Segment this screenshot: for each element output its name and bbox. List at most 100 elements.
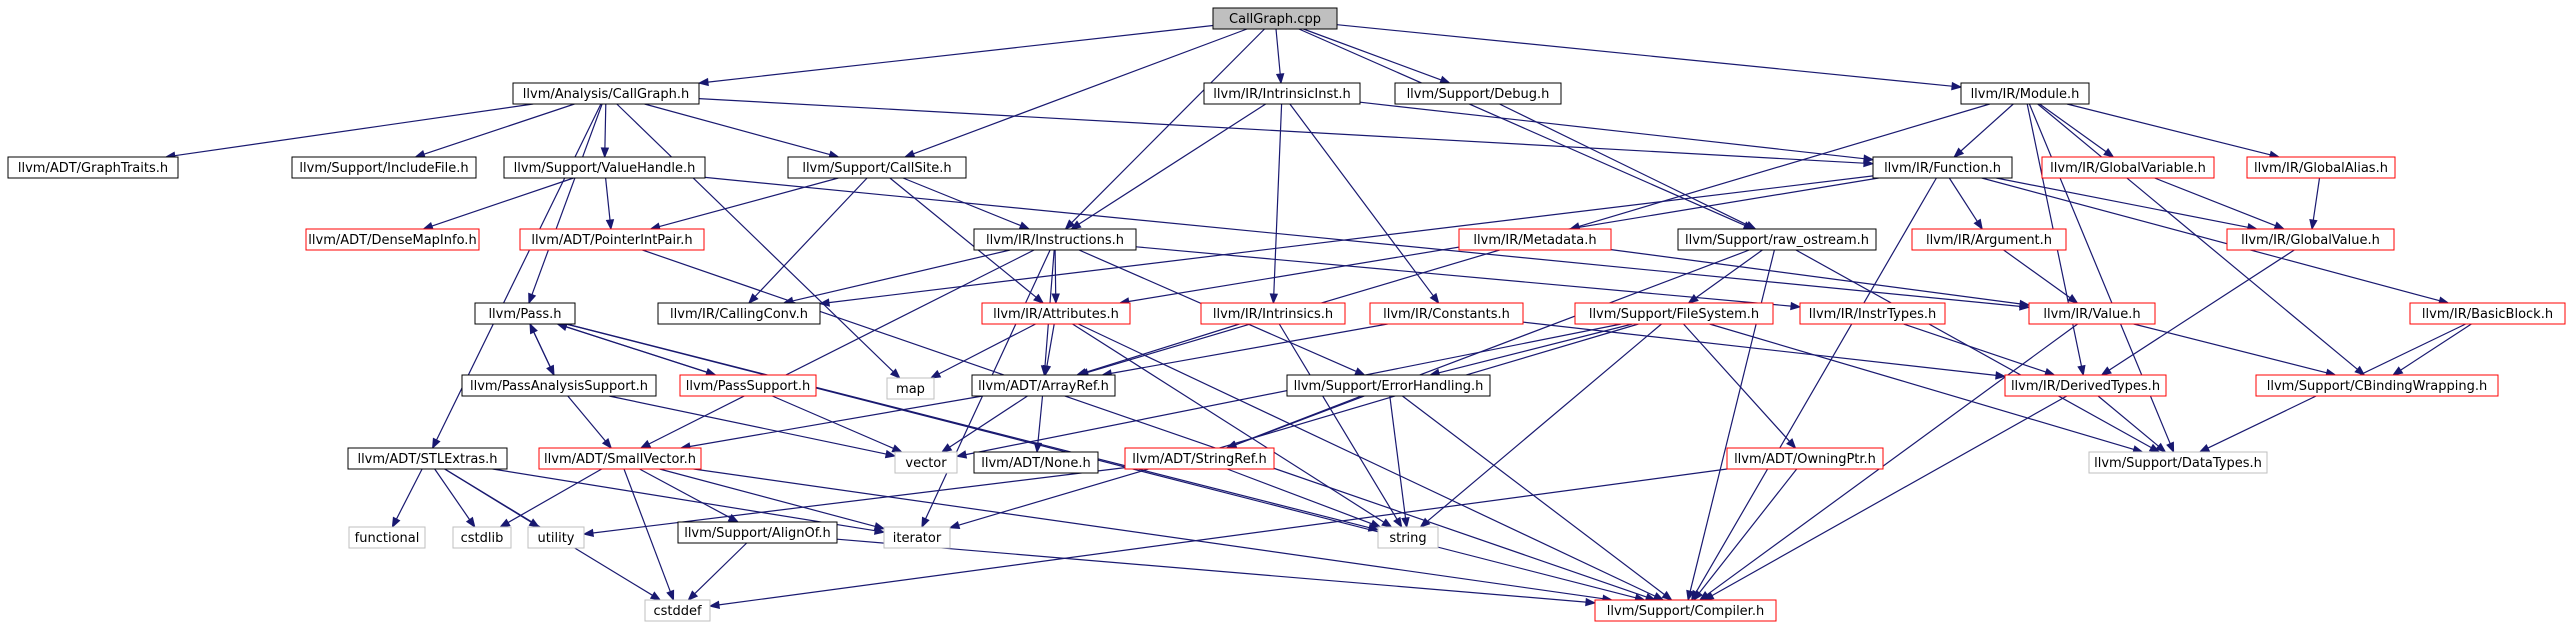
edge-support_filesystem-to-iterator <box>948 323 1639 530</box>
node-adt_densemapinfo[interactable]: llvm/ADT/DenseMapInfo.h <box>305 228 480 251</box>
node-ir_attributes[interactable]: llvm/IR/Attributes.h <box>981 302 1131 325</box>
edge-arrowhead <box>747 293 759 304</box>
edge-support_raw_ostream-to-support_datatypes <box>1795 249 2161 453</box>
edge-arrowhead <box>955 450 968 459</box>
node-adt_pointerintpair[interactable]: llvm/ADT/PointerIntPair.h <box>519 228 705 251</box>
edge-analysis_callgraph-to-support_valuehandle <box>600 103 610 159</box>
node-label: llvm/Support/raw_ostream.h <box>1685 233 1869 248</box>
node-support_compiler[interactable]: llvm/Support/Compiler.h <box>1594 599 1777 622</box>
edge-line <box>2133 323 2327 374</box>
edge-adt_arrayref-to-vector <box>940 395 1028 453</box>
edge-adt_owningptr-to-support_compiler <box>1692 468 1798 602</box>
edge-line <box>1298 28 1746 226</box>
node-support_debug[interactable]: llvm/Support/Debug.h <box>1394 82 1562 105</box>
edge-support_filesystem-to-string <box>1419 323 1662 528</box>
node-ir_instrtypes[interactable]: llvm/IR/InstrTypes.h <box>1799 302 1946 325</box>
node-support_callsite[interactable]: llvm/Support/CallSite.h <box>787 156 967 179</box>
node-ir_module[interactable]: llvm/IR/Module.h <box>1960 82 2090 105</box>
edge-arrowhead <box>697 77 709 87</box>
node-ir_metadata[interactable]: llvm/IR/Metadata.h <box>1458 228 1612 251</box>
node-ir_derivedtypes[interactable]: llvm/IR/DerivedTypes.h <box>2004 374 2167 397</box>
node-box <box>1574 302 1774 325</box>
edge-line <box>949 395 1028 448</box>
node-adt_arrayref[interactable]: llvm/ADT/ArrayRef.h <box>971 374 1116 397</box>
node-label: llvm/Support/Compiler.h <box>1607 604 1764 619</box>
edge-line <box>2039 103 2107 153</box>
node-ir_basicblock[interactable]: llvm/IR/BasicBlock.h <box>2409 302 2566 325</box>
node-passsupport[interactable]: llvm/PassSupport.h <box>679 374 817 397</box>
edge-arrowhead <box>2354 365 2366 376</box>
edge-line <box>592 467 1126 534</box>
node-support_alignof[interactable]: llvm/Support/AlignOf.h <box>677 521 838 544</box>
edge-arrowhead <box>528 292 537 305</box>
edge-line <box>707 24 1214 83</box>
node-adt_stlextras[interactable]: llvm/ADT/STLExtras.h <box>347 447 508 470</box>
node-passanalysissupport[interactable]: llvm/PassAnalysisSupport.h <box>461 374 657 397</box>
edge-ir_instructions-to-adt_smallvector <box>639 249 1035 449</box>
edge-arrowhead <box>1439 75 1451 84</box>
edge-ir_intrinsics-to-string <box>1278 323 1403 529</box>
edge-line <box>1071 28 1265 224</box>
node-ir_argument[interactable]: llvm/IR/Argument.h <box>1911 228 2067 251</box>
edge-ir_derivedtypes-to-support_compiler <box>1703 395 2068 601</box>
edge-arrowhead <box>1401 517 1410 529</box>
node-ir_intrinsics[interactable]: llvm/IR/Intrinsics.h <box>1200 302 1346 325</box>
node-adt_graphtraits[interactable]: llvm/ADT/GraphTraits.h <box>7 156 179 179</box>
edge-line <box>1359 101 1865 160</box>
node-box <box>2028 302 2156 325</box>
edge-line <box>567 395 606 442</box>
node-ir_globalvalue[interactable]: llvm/IR/GlobalValue.h <box>2226 228 2395 251</box>
edge-arrowhead <box>2273 221 2286 230</box>
node-map: map <box>886 377 935 400</box>
edge-support_callsite-to-ir_attributes <box>889 177 1045 304</box>
node-support_cbindingwrapping[interactable]: llvm/Support/CBindingWrapping.h <box>2255 374 2499 397</box>
node-pass[interactable]: llvm/Pass.h <box>474 302 576 325</box>
node-support_valuehandle[interactable]: llvm/Support/ValueHandle.h <box>503 156 706 179</box>
node-iterator: iterator <box>883 526 951 549</box>
node-callgraph_cpp[interactable]: CallGraph.cpp <box>1212 7 1338 30</box>
node-support_includefile[interactable]: llvm/Support/IncludeFile.h <box>291 156 477 179</box>
node-box <box>503 156 706 179</box>
node-ir_function[interactable]: llvm/IR/Function.h <box>1872 156 2013 179</box>
edge-line <box>1110 323 1388 374</box>
node-adt_none[interactable]: llvm/ADT/None.h <box>973 451 1099 474</box>
node-adt_stringref[interactable]: llvm/ADT/StringRef.h <box>1124 447 1275 470</box>
node-ir_globalalias[interactable]: llvm/IR/GlobalAlias.h <box>2246 156 2396 179</box>
edge-arrowhead <box>1585 597 1597 607</box>
edge-ir_derivedtypes-to-support_datatypes <box>2097 395 2167 453</box>
edge-line <box>1438 323 1633 374</box>
node-support_filesystem[interactable]: llvm/Support/FileSystem.h <box>1574 302 1774 325</box>
node-analysis_callgraph[interactable]: llvm/Analysis/CallGraph.h <box>512 82 700 105</box>
edge-arrowhead <box>391 516 401 529</box>
edge-line <box>1903 323 2047 373</box>
node-box <box>527 526 585 549</box>
node-ir_callingconv[interactable]: llvm/IR/CallingConv.h <box>657 302 821 325</box>
edge-line <box>1522 321 1997 376</box>
node-support_errorhandling[interactable]: llvm/Support/ErrorHandling.h <box>1286 374 1491 397</box>
node-box <box>1124 447 1275 470</box>
edge-adt_stlextras-to-cstdlib <box>434 468 476 529</box>
node-adt_smallvector[interactable]: llvm/ADT/SmallVector.h <box>538 447 702 470</box>
edge-line <box>2312 177 2321 221</box>
node-ir_instructions[interactable]: llvm/IR/Instructions.h <box>973 228 1137 251</box>
edge-arrowhead <box>2019 299 2031 309</box>
edge-line <box>1234 395 1362 446</box>
edge-arrowhead <box>2044 367 2056 376</box>
edge-line <box>174 103 534 157</box>
node-box <box>7 156 179 179</box>
node-adt_owningptr[interactable]: llvm/ADT/OwningPtr.h <box>1726 447 1884 470</box>
node-label: llvm/ADT/DenseMapInfo.h <box>308 233 476 248</box>
edge-ir_module-to-support_cbindingwrapping <box>2037 103 2366 376</box>
node-ir_intrinsicinst[interactable]: llvm/IR/IntrinsicInst.h <box>1203 82 1361 105</box>
node-ir_value[interactable]: llvm/IR/Value.h <box>2028 302 2156 325</box>
edge-line <box>648 249 1035 445</box>
node-label: llvm/ADT/SmallVector.h <box>544 452 696 467</box>
node-support_raw_ostream[interactable]: llvm/Support/raw_ostream.h <box>1677 228 1877 251</box>
edge-passanalysissupport-to-vector <box>608 395 897 459</box>
node-ir_constants[interactable]: llvm/IR/Constants.h <box>1369 302 1524 325</box>
node-ir_globalvariable[interactable]: llvm/IR/GlobalVariable.h <box>2041 156 2215 179</box>
edge-callgraph_cpp-to-ir_intrinsicinst <box>1275 28 1285 85</box>
node-label: llvm/ADT/ArrayRef.h <box>978 379 1109 394</box>
edge-support_alignof-to-cstddef <box>687 542 748 601</box>
edge-callgraph_cpp-to-analysis_callgraph <box>697 24 1214 87</box>
